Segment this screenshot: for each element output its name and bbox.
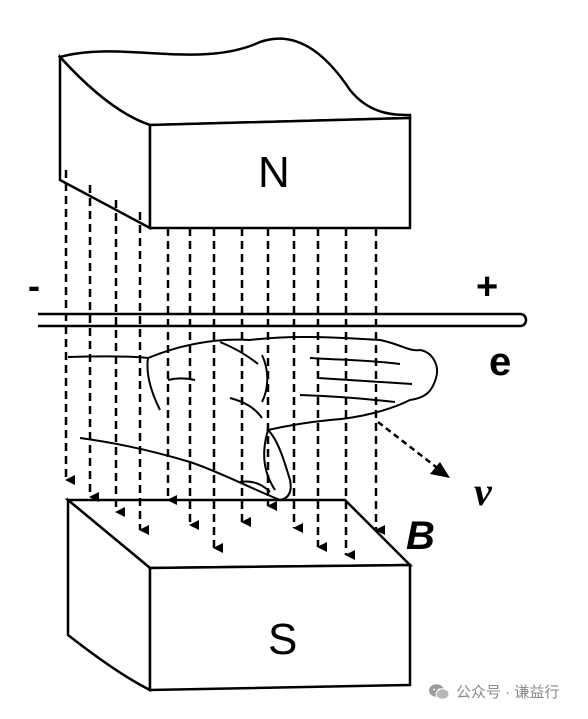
south-magnet: [64, 497, 413, 693]
north-magnet: [57, 37, 412, 231]
electron-label: e: [489, 340, 512, 384]
positive-terminal-label: +: [476, 266, 499, 308]
north-magnet-front-face: [148, 116, 412, 230]
watermark: 公众号 · 谦益行: [428, 681, 559, 702]
south-pole-label: S: [268, 615, 298, 664]
negative-terminal-label: -: [28, 265, 40, 306]
north-pole-label: N: [258, 148, 290, 197]
left-hand: [67, 335, 438, 502]
wechat-icon: [429, 683, 450, 700]
south-magnet-front-face: [148, 563, 412, 692]
south-magnet-side-face: [66, 497, 152, 693]
velocity-label: v: [474, 469, 492, 514]
conductor-wire: [38, 312, 528, 328]
magnetic-field-lines: [64, 170, 385, 560]
velocity-arrow: [377, 421, 450, 478]
watermark-text: 公众号 · 谦益行: [456, 684, 560, 701]
magnetic-field-label: B: [406, 514, 435, 558]
